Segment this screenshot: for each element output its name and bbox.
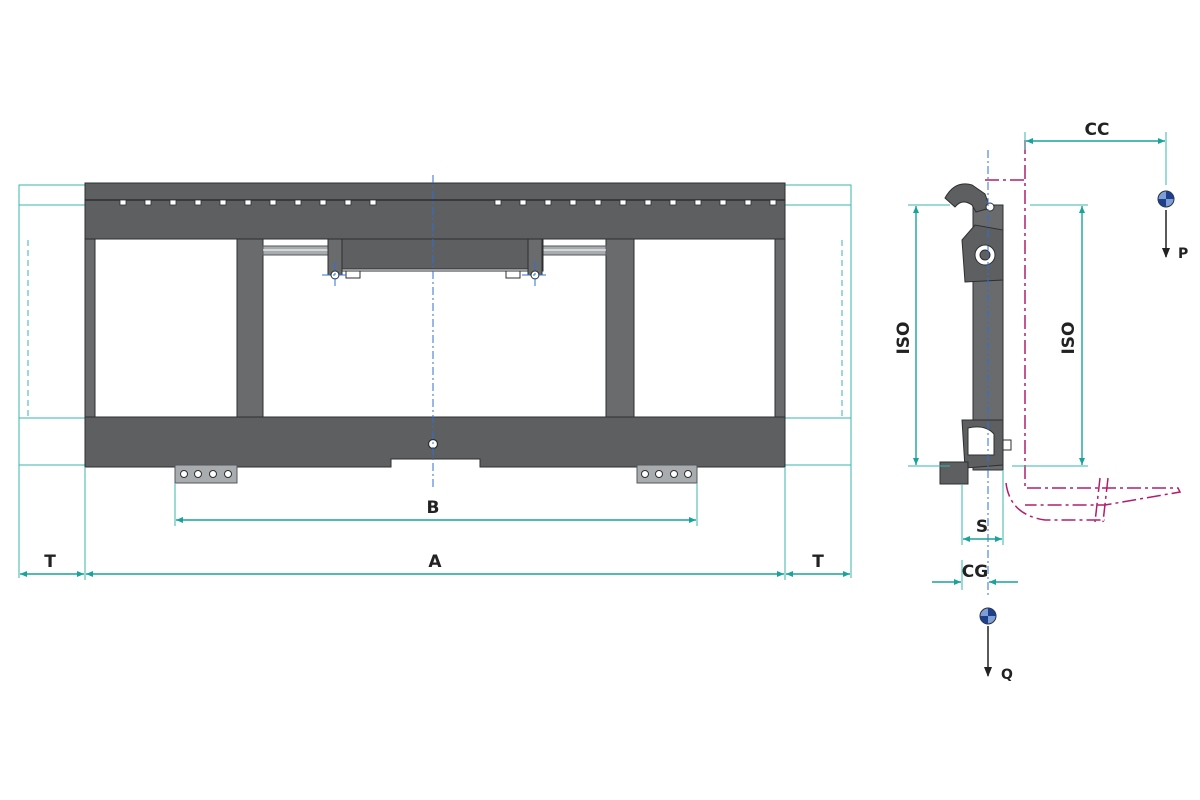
rack-notch [319,199,327,206]
t-extension-lines [18,184,852,578]
label-t-right: T [812,552,824,572]
dimension-cc: CC [1024,120,1167,185]
carriage-profile [939,183,1012,485]
rack-notch [719,199,727,206]
rack-notch [569,199,577,206]
rack-notch [244,199,252,206]
rack-notch [544,199,552,206]
dimension-a: A [84,467,786,580]
rack-notch [619,199,627,206]
dimension-b: B [174,483,698,526]
front-view: B A T T [18,175,852,580]
rack-notch [694,199,702,206]
rack-notch [194,199,202,206]
rack-notch [644,199,652,206]
dimension-iso-right: ISO [1012,204,1088,467]
dimension-t-right: T [786,552,850,577]
rack-notch [269,199,277,206]
label-iso-left: ISO [894,321,914,354]
label-t-left: T [44,552,56,572]
rack-notch [594,199,602,206]
rack-notch [344,199,352,206]
top-bar [84,182,786,240]
side-view: ISO ISO CC P S [894,120,1188,683]
vertical-members [84,238,786,418]
rack-notch [144,199,152,206]
label-q: Q [1001,667,1013,683]
rack-notch [294,199,302,206]
dimension-t-left: T [20,552,84,577]
label-iso-right: ISO [1059,321,1079,354]
rack-notch [744,199,752,206]
label-p: P [1178,246,1188,262]
rack-notch [669,199,677,206]
rack-notch [219,199,227,206]
rack-notch [494,199,502,206]
lower-hook-brackets [174,464,698,484]
label-cc: CC [1085,120,1110,140]
center-of-gravity-q: Q [979,607,1013,683]
dimension-cg: CG [932,560,1018,590]
rack-notch [119,199,127,206]
dimension-iso-left: ISO [894,204,950,467]
rack-notch [169,199,177,206]
rack-notch [369,199,377,206]
label-b: B [427,498,440,518]
dimension-s: S [961,470,1004,545]
label-s: S [976,517,988,537]
side-shift-cylinder [262,238,607,288]
load-center-p: P [1157,190,1188,262]
label-a: A [428,552,442,572]
label-cg: CG [962,562,988,582]
bottom-bar [84,416,786,468]
rack-notch [519,199,527,206]
rack-notch [769,199,777,206]
fork-outline [985,140,1182,523]
